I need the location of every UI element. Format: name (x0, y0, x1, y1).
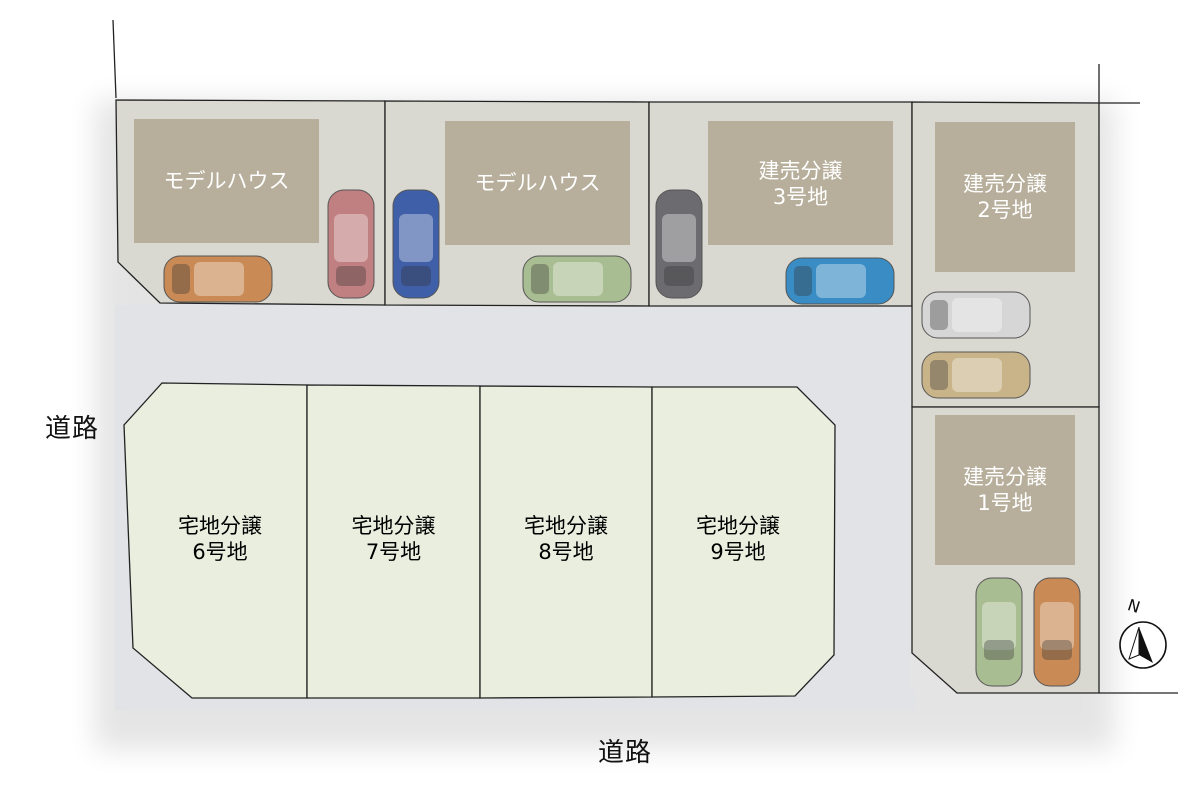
north-arrow-icon (1119, 621, 1167, 669)
building-lot-2 (935, 122, 1075, 272)
lot-label-lot-2: 建売分譲 2号地 (963, 172, 1047, 223)
lot-label-lot-3: 建売分譲 3号地 (758, 159, 843, 210)
car (785, 257, 895, 305)
building-lot-1 (935, 415, 1075, 565)
building-lot-3 (708, 121, 893, 245)
building-model-2 (445, 121, 630, 245)
lot-label-model-2: モデルハウス (474, 171, 601, 195)
car (522, 255, 632, 303)
south-lot-group (123, 382, 836, 699)
lot-label-lot-1: 建売分譲 1号地 (963, 465, 1047, 516)
lot-label-lot-6: 宅地分譲 6号地 (178, 514, 262, 565)
car (655, 189, 703, 299)
lot-label-lot-8: 宅地分譲 8号地 (524, 514, 608, 565)
road-label-west: 道路 (45, 414, 100, 444)
boundary-line-west (112, 19, 117, 99)
car (921, 351, 1031, 399)
road-label-south: 道路 (598, 738, 653, 768)
car (975, 577, 1023, 687)
car (163, 255, 273, 303)
north-label: N (1125, 595, 1142, 617)
lot-label-lot-7: 宅地分譲 7号地 (351, 514, 436, 565)
car (327, 189, 375, 299)
parked-cars (163, 189, 1081, 687)
car (1033, 577, 1081, 687)
lot-label-lot-9: 宅地分譲 9号地 (696, 514, 780, 565)
building-model-1 (134, 119, 319, 243)
car (921, 291, 1031, 339)
lot-label-model-1: モデルハウス (163, 169, 290, 193)
car (392, 189, 440, 299)
lot-9[interactable] (651, 386, 836, 698)
